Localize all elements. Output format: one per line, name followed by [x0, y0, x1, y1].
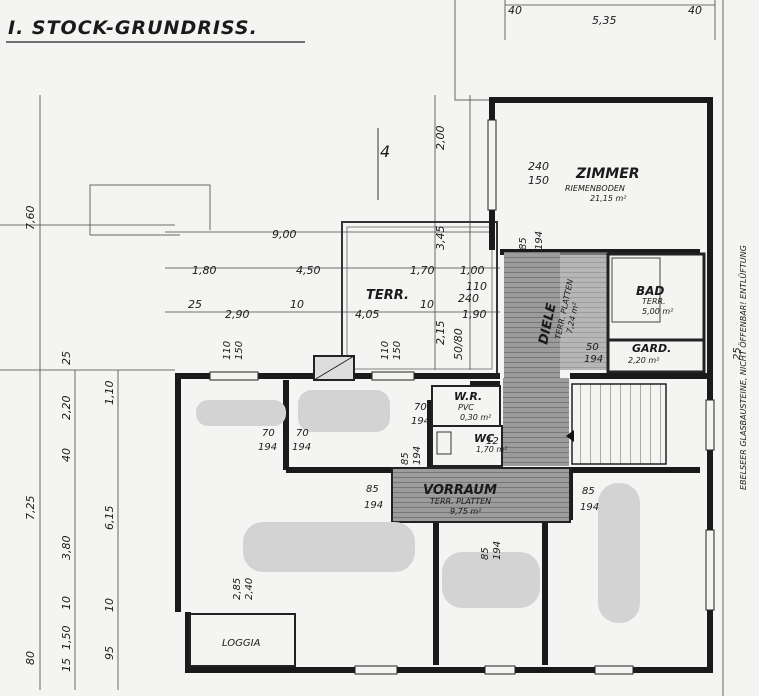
- door-label-21: 85: [518, 237, 529, 250]
- door-label-13: 194: [411, 416, 430, 427]
- vorraum-floor: [391, 467, 571, 523]
- door-label-17: 150: [392, 341, 403, 360]
- door-label-18: 50: [586, 342, 599, 353]
- dimension-lines: [0, 0, 716, 690]
- redaction-blobs: [196, 390, 640, 623]
- vdim-10: 7,25: [24, 496, 37, 521]
- wr-floor: PVC: [458, 403, 474, 412]
- dimension-labels: 40 5,35 40 9,00 1,80 4,50 1,70 1,00 25 2…: [24, 4, 702, 672]
- wc-area: 1,70 m²: [476, 445, 508, 454]
- bad-name: BAD: [636, 284, 664, 298]
- door-label-8: 85: [480, 547, 491, 560]
- top-dim-3: 40: [688, 4, 702, 17]
- hdim-2: 4,50: [296, 264, 321, 277]
- vorraum-name: VORRAUM: [423, 483, 497, 498]
- vdim-2: 2,20: [60, 396, 73, 421]
- north-label: 4: [380, 142, 390, 161]
- door-label-6: 85: [582, 486, 595, 497]
- gard-area: 2,20 m²: [628, 356, 660, 365]
- vdim-7: 15: [60, 658, 73, 672]
- hdim-5: 25: [188, 298, 202, 311]
- vdim-6: 1,50: [60, 626, 73, 651]
- vdim-8: 80: [24, 651, 37, 665]
- wr-name: W.R.: [454, 390, 482, 403]
- door-label-25: 25: [732, 347, 743, 360]
- wr-room: [431, 385, 501, 427]
- vdim-5: 10: [60, 596, 73, 610]
- loggia-name: LOGGIA: [222, 638, 261, 649]
- zimmer-area: 21,15 m²: [590, 194, 627, 203]
- vmid-3: 50/80: [452, 328, 465, 360]
- vdim-12: 95: [103, 646, 116, 660]
- plan-title: I. STOCK-GRUNDRISS.: [8, 17, 258, 39]
- vdim-13: 10: [103, 598, 116, 612]
- terr-name: TERR.: [366, 288, 409, 303]
- hdim-7: 10: [290, 298, 304, 311]
- vmid-2: 2,15: [434, 321, 447, 346]
- door-labels: 110 150 70 194 85 194 85 194 85 194 85 1…: [222, 231, 743, 600]
- door-label-22: 194: [534, 231, 545, 250]
- door-label-1: 150: [234, 341, 245, 360]
- windows: [209, 119, 715, 675]
- door-label-14: 2,85: [232, 578, 243, 600]
- zimmer-name: ZIMMER: [575, 166, 640, 182]
- vdim-3: 40: [60, 448, 73, 462]
- hdim-3: 1,70: [410, 264, 435, 277]
- gard-name: GARD.: [632, 342, 671, 355]
- vdim-1: 25: [60, 351, 73, 365]
- door-label-16: 110: [380, 341, 391, 360]
- door-label-2: 70: [262, 428, 275, 439]
- vdim-11: 6,15: [103, 506, 116, 531]
- hdim-6: 2,90: [225, 308, 250, 321]
- vorraum-floor: TERR. PLATTEN: [430, 497, 491, 506]
- door-label-5: 194: [364, 500, 383, 511]
- top-dim-2: 5,35: [592, 14, 617, 27]
- vdim-4: 3,80: [60, 536, 73, 561]
- vdim-0: 7,60: [24, 206, 37, 231]
- room-labels: ZIMMER RIEMENBODEN 21,15 m² 240 150 TERR…: [222, 160, 674, 649]
- loggia: [189, 613, 296, 667]
- side-note: EBELSEER GLASBAUSTEINE, NICHT ÖFFENBAR! …: [738, 245, 748, 490]
- vmid-1: 3,45: [434, 226, 447, 251]
- hdim-8: 4,05: [355, 308, 380, 321]
- bad-room: [606, 252, 706, 342]
- wc-room: [431, 425, 503, 467]
- door-label-0: 110: [222, 341, 233, 360]
- bad-floor: TERR.: [642, 297, 666, 306]
- door-label-24: 194: [292, 442, 311, 453]
- hdim-9: 10: [420, 298, 434, 311]
- door-label-7: 194: [580, 502, 599, 513]
- door-label-11: 194: [412, 446, 423, 465]
- door-label-15: 2,40: [244, 578, 255, 600]
- door-label-23: 70: [296, 428, 309, 439]
- wr-area: 0,30 m²: [460, 413, 492, 422]
- door-label-9: 194: [492, 541, 503, 560]
- hdim-12: 240: [458, 292, 479, 305]
- zimmer-dim-a: 240: [528, 160, 549, 173]
- gard-room: [606, 338, 706, 374]
- zimmer-floor: RIEMENBODEN: [565, 184, 625, 193]
- diele-floor: [504, 252, 560, 378]
- door-label-12: 70: [414, 402, 427, 413]
- door-label-3: 194: [258, 442, 277, 453]
- hdim-10: 1,90: [462, 308, 487, 321]
- hdim-4: 1,00: [460, 264, 485, 277]
- hdim-1: 1,80: [192, 264, 217, 277]
- door-label-20: 12: [486, 436, 499, 447]
- hdim-0: 9,00: [272, 228, 297, 241]
- vmid-0: 2,00: [434, 126, 447, 151]
- wc-name: WC: [474, 432, 494, 445]
- vdim-9: 1,10: [103, 381, 116, 406]
- bad-area: 5,00 m²: [642, 307, 674, 316]
- door-label-19: 194: [584, 354, 603, 365]
- top-dim-1: 40: [508, 4, 522, 17]
- door-label-10: 85: [400, 452, 411, 465]
- zimmer-dim-b: 150: [528, 174, 549, 187]
- staircase: [571, 383, 667, 465]
- vorraum-area: 9,75 m²: [450, 507, 482, 516]
- door-label-4: 85: [366, 484, 379, 495]
- hdim-11: 110: [466, 280, 487, 293]
